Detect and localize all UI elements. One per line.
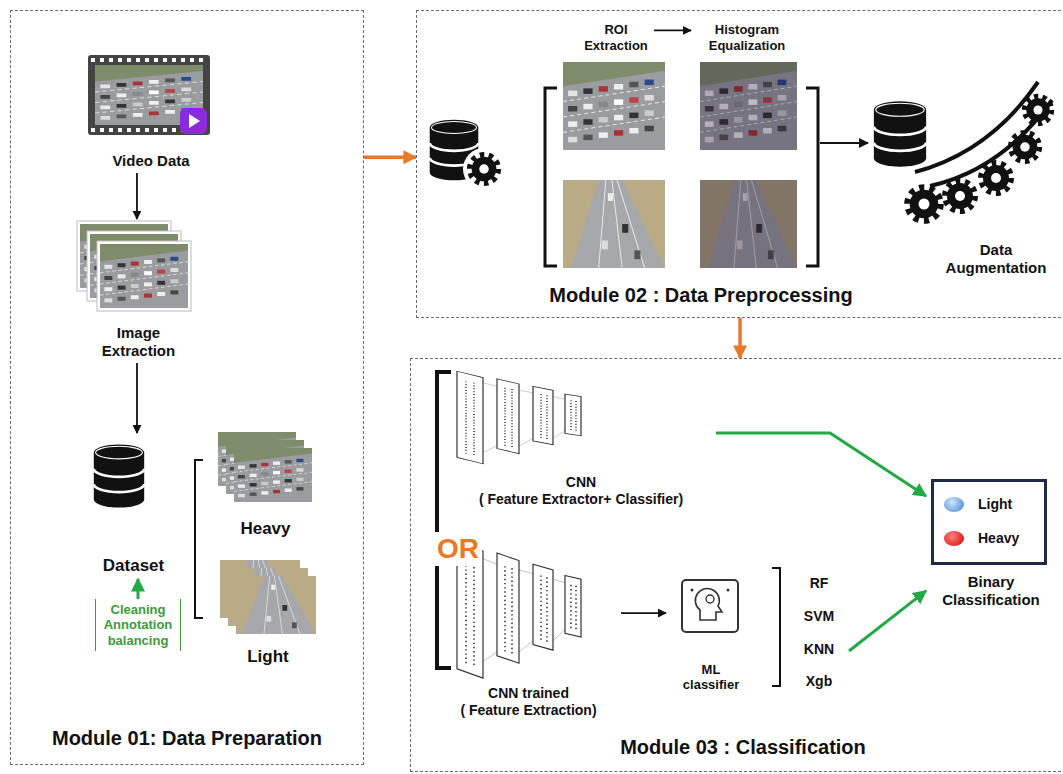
step-label: Histogram Equalization (691, 19, 803, 57)
dataset-node: Dataset (76, 433, 191, 579)
frame-stack-icon (77, 221, 191, 311)
preprocessing-icon (430, 120, 505, 190)
augmentation-icon (874, 82, 1052, 221)
heavy-image-stack (218, 432, 312, 502)
ml-icon (682, 580, 738, 632)
image-extraction-node: Image Extraction (76, 219, 201, 363)
bracket (545, 88, 557, 266)
legend-row: Light (944, 494, 1012, 514)
flow-arrow (716, 433, 926, 496)
light-image-stack (220, 560, 316, 634)
class-label: Light (978, 496, 1012, 513)
database-icon (94, 445, 144, 508)
roi-image (563, 180, 665, 268)
step-label: ROI Extraction (578, 19, 654, 57)
output-title: Binary Classification (926, 573, 1056, 609)
class-dot (944, 531, 964, 546)
flow-arrow (654, 29, 691, 31)
bracket (772, 568, 780, 686)
flow-arrow (621, 612, 666, 614)
bracket (437, 372, 451, 668)
flow-arrow (364, 155, 416, 159)
cleaning-note: Cleaning Annotation balancing (95, 599, 181, 651)
node-label: Dataset (103, 556, 164, 576)
equalized-image (700, 180, 797, 268)
roi-image (563, 62, 665, 150)
bracket (195, 460, 203, 618)
video-node: Video Data (86, 49, 216, 173)
ml-classifier-node: ML classifier (666, 573, 756, 695)
node-label: CNN (566, 474, 596, 491)
flow-arrow (137, 579, 140, 599)
flow-arrow (738, 318, 742, 358)
node-label: Heavy (240, 519, 290, 539)
module-title: Module 01: Data Preparation (52, 726, 322, 750)
module-panel: Module 01: Data Preparation Video DataIma… (10, 10, 364, 765)
node-label: Video Data (112, 152, 189, 170)
node-label: Xgb (806, 673, 832, 690)
cnn-node: CNN trained( Feature Extraction) (436, 539, 621, 721)
module-title: Module 02 : Data Preprocessing (549, 283, 852, 307)
node-label: SVM (804, 608, 834, 625)
legend-box: LightHeavy (931, 479, 1047, 565)
output-node: LightHeavyBinary Classification (926, 477, 1056, 623)
node-label: Light (247, 647, 289, 667)
cnn-icon (457, 371, 581, 463)
bracket (806, 88, 818, 266)
node-label: RF (810, 575, 829, 592)
class-sample-node: Heavy (213, 431, 318, 541)
node-label: ROI Extraction (581, 22, 651, 53)
node-label: ( Feature Extractor+ Classifier) (479, 491, 683, 508)
flow-arrow (136, 173, 138, 219)
node-label: KNN (804, 641, 834, 658)
node-label: ML classifier (673, 662, 749, 693)
module-panel: Module 02 : Data Preprocessing ROI Extrac… (416, 10, 1063, 318)
classifier-list: RF SVM KNN Xgb (789, 575, 849, 695)
node-label: Data Augmentation (938, 241, 1054, 277)
class-label: Heavy (978, 530, 1019, 547)
module-title: Module 03 : Classification (620, 735, 866, 759)
flow-arrow (849, 591, 926, 651)
node-label: Image Extraction (89, 324, 189, 360)
legend-row: Heavy (944, 528, 1019, 548)
class-dot (944, 497, 964, 512)
class-sample-node: Light (213, 557, 323, 669)
flow-arrow (136, 363, 138, 433)
arrow (820, 142, 868, 144)
or-label: OR (434, 532, 482, 566)
node-label: Cleaning Annotation balancing (100, 602, 176, 649)
module-panel: Module 03 : ClassificationCNN( Feature E… (410, 358, 1063, 772)
video-icon (88, 55, 210, 135)
node-label: Histogram Equalization (695, 22, 799, 53)
node-label: ( Feature Extraction) (460, 702, 596, 719)
equalized-image (700, 62, 797, 150)
node-label: CNN trained (488, 685, 569, 702)
cnn-node: CNN( Feature Extractor+ Classifier) (446, 369, 716, 511)
augmentation-node: Data Augmentation (935, 235, 1057, 283)
label-anchor: OR (434, 532, 482, 566)
